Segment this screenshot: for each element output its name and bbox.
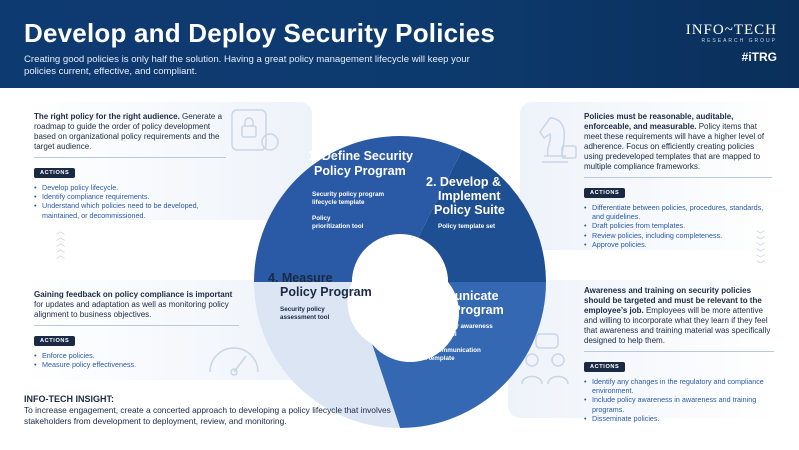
wheel-center: [352, 234, 448, 330]
actions-block: ACTIONS Develop policy lifecycle. Identi…: [34, 157, 226, 220]
gauge-icon: [209, 347, 259, 376]
s4-item: Security policy: [280, 306, 325, 313]
chess-knight-icon: [539, 117, 577, 163]
policy-lifecycle-wheel: 1. Define Security Policy Program Securi…: [254, 136, 546, 428]
s2-title-2: Implement: [438, 189, 501, 203]
s1-item: Policy: [312, 215, 331, 222]
list-item: Approve policies.: [584, 240, 772, 249]
s2-title-1: 2. Develop &: [426, 175, 501, 189]
chevrons-up-left: ︿︿︿︿︿: [56, 226, 66, 260]
list-item: Identify any changes in the regulatory a…: [584, 377, 774, 395]
list-item: Enforce policies.: [34, 351, 239, 360]
chevrons-down-right: ﹀﹀﹀﹀﹀﹀: [756, 230, 766, 270]
segment-develop: [418, 150, 546, 282]
list-item: Understand which policies need to be dev…: [34, 201, 226, 219]
segment-measure: [254, 282, 400, 428]
s3-item: & training tool: [414, 331, 457, 338]
panel-heading: The right policy for the right audience.…: [34, 112, 223, 151]
s1-item: prioritization tool: [312, 223, 364, 230]
panel-heading: Policies must be reasonable, auditable, …: [584, 112, 765, 171]
people-chat-icon: [521, 333, 569, 385]
s1-title-2: Policy Program: [314, 164, 406, 178]
brand-logo: INFO~TECH: [685, 22, 777, 38]
s3-title-1: 3. Communicate: [402, 289, 499, 303]
panel-heading: Gaining feedback on policy compliance is…: [34, 290, 233, 319]
list-item: Differentiate between policies, procedur…: [584, 203, 772, 221]
actions-tag: ACTIONS: [584, 188, 626, 198]
actions-block: ACTIONS Differentiate between policies, …: [584, 177, 772, 249]
brand-group: RESEARCH GROUP: [701, 38, 777, 44]
s2-item: Policy template set: [438, 223, 496, 230]
brand-block: INFO~TECH RESEARCH GROUP #iTRG: [686, 22, 777, 64]
list-item: Disseminate policies.: [584, 414, 774, 423]
list-item: Develop policy lifecycle.: [34, 183, 226, 192]
s3-item: plan template: [414, 355, 455, 362]
list-item: Review policies, including completeness.: [584, 231, 772, 240]
s3-item: Policy communication: [414, 347, 481, 354]
actions-tag: ACTIONS: [34, 336, 76, 346]
s1-item: lifecycle template: [312, 199, 365, 206]
panel-bottom-right: Awareness and training on security polic…: [508, 280, 777, 423]
actions-block: ACTIONS Enforce policies. Measure policy…: [34, 325, 239, 370]
s4-item: assessment tool: [280, 314, 330, 321]
actions-tag: ACTIONS: [584, 362, 626, 372]
page-subtitle: Creating good policies is only half the …: [24, 54, 470, 77]
insight-block: INFO-TECH INSIGHT: To increase engagemen…: [24, 394, 404, 427]
panel-heading: Awareness and training on security polic…: [584, 286, 771, 345]
list-item: Identify compliance requirements.: [34, 192, 226, 201]
lock-document-icon: [231, 109, 279, 151]
insight-heading: INFO-TECH INSIGHT:: [24, 394, 114, 404]
s1-item: Security policy program: [312, 191, 384, 198]
segment-communicate: [372, 282, 546, 428]
panel-top-right: Policies must be reasonable, auditable, …: [520, 102, 777, 250]
panel-top-left: The right policy for the right audience.…: [22, 102, 312, 220]
insight-body: To increase engagement, create a concert…: [24, 405, 391, 426]
list-item: Measure policy effectiveness.: [34, 360, 239, 369]
page-title: Develop and Deploy Security Policies: [24, 18, 496, 48]
s3-title-2: Policy Program: [412, 303, 504, 317]
list-item: Include policy awareness in awareness an…: [584, 395, 774, 413]
s4-title-2: Policy Program: [280, 285, 372, 299]
actions-block: ACTIONS Identify any changes in the regu…: [584, 351, 774, 423]
actions-tag: ACTIONS: [34, 168, 76, 178]
s1-title-1: 1. Define Security: [308, 149, 413, 163]
s4-title-1: 4. Measure: [268, 271, 333, 285]
brand-tag: #iTRG: [741, 50, 777, 64]
s3-item: Security policy awareness: [414, 323, 493, 330]
header-banner: Develop and Deploy Security Policies Cre…: [0, 0, 799, 88]
s2-title-3: Policy Suite: [434, 203, 505, 217]
list-item: Draft policies from templates.: [584, 221, 772, 230]
segment-define: [254, 136, 462, 282]
